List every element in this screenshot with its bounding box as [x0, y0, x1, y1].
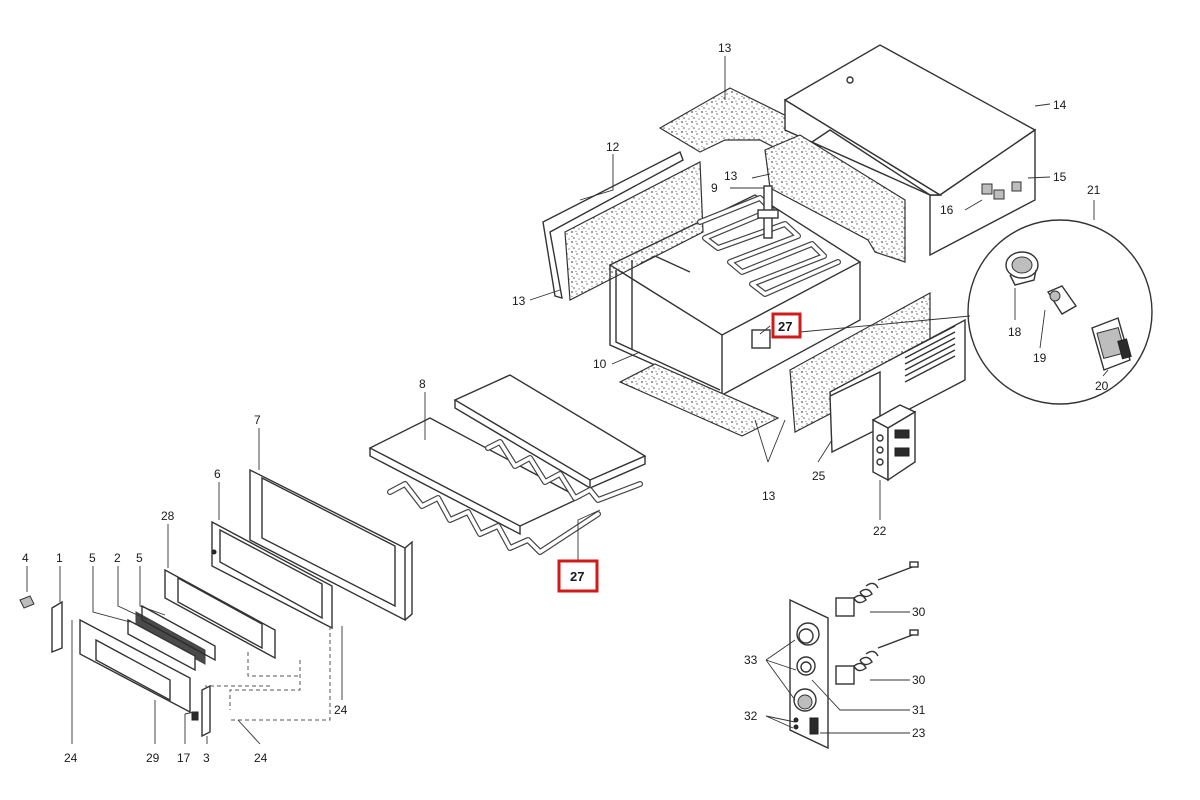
bottom-insulation-panel	[618, 363, 780, 437]
callout-7: 7	[254, 413, 261, 427]
vent-slots	[904, 325, 956, 383]
callout-15: 15	[1053, 170, 1067, 184]
callout-19: 19	[1033, 351, 1047, 365]
leader-lines	[26, 56, 1109, 745]
callout-2: 2	[114, 551, 121, 565]
callout-33: 33	[744, 653, 758, 667]
callout-labels: 13 14 13 15 9 16 12 21 13 18 19 20 10 8 …	[22, 41, 1109, 765]
callout-28: 28	[161, 509, 175, 523]
callout-24-right: 24	[254, 751, 268, 765]
callout-5-a: 5	[89, 551, 96, 565]
hinge-3	[201, 684, 211, 738]
callout-14: 14	[1053, 98, 1067, 112]
callout-27-lower: 27	[570, 569, 584, 584]
door-front-29	[79, 618, 191, 714]
glass-pane-set	[127, 604, 216, 672]
control-box-22	[871, 404, 917, 482]
callout-13-top: 13	[718, 41, 732, 55]
thermostat-30-lower	[835, 629, 919, 685]
callout-30-lower: 30	[912, 673, 926, 687]
control-panel-face	[789, 598, 829, 750]
callout-1: 1	[56, 551, 63, 565]
frame-gasket-12	[542, 151, 684, 299]
glass-frame-28	[164, 568, 276, 660]
left-insulation-panel	[564, 161, 704, 301]
callout-25: 25	[812, 469, 826, 483]
callout-18: 18	[1008, 325, 1022, 339]
callout-22: 22	[873, 524, 887, 538]
callout-31: 31	[912, 703, 926, 717]
callout-13-left: 13	[512, 294, 526, 308]
callout-17: 17	[177, 751, 191, 765]
bottom-heating-assembly	[368, 374, 647, 555]
callout-27-upper: 27	[778, 319, 792, 334]
highlight-27-upper: 27	[771, 312, 802, 339]
rear-insulation-panel	[764, 134, 906, 263]
detail-circle-21	[967, 219, 1153, 405]
callout-24-left: 24	[64, 751, 78, 765]
callout-6: 6	[214, 467, 221, 481]
callout-13-inner: 13	[724, 169, 738, 183]
callout-13-bottom: 13	[762, 489, 776, 503]
callout-5-b: 5	[136, 551, 143, 565]
highlight-box	[557, 559, 599, 593]
highlight-27-lower: 27	[557, 559, 599, 593]
thermostat-30-upper	[835, 561, 919, 617]
door-panel-6	[211, 520, 333, 630]
callout-29: 29	[146, 751, 160, 765]
assembly-guides	[205, 626, 331, 721]
callout-10: 10	[593, 357, 607, 371]
highlight-box	[771, 312, 802, 339]
screw-4	[19, 595, 35, 609]
clip-17	[191, 711, 199, 721]
callout-20: 20	[1095, 379, 1109, 393]
callout-4: 4	[22, 551, 29, 565]
outer-housing	[783, 44, 1037, 257]
callout-16: 16	[940, 203, 954, 217]
callout-3: 3	[203, 751, 210, 765]
callout-32: 32	[744, 709, 758, 723]
hinge-1	[51, 600, 63, 654]
callout-9: 9	[711, 181, 718, 195]
callout-21: 21	[1087, 183, 1101, 197]
callout-24-mid: 24	[334, 703, 348, 717]
callout-12: 12	[606, 140, 620, 154]
callout-23: 23	[912, 726, 926, 740]
callout-8: 8	[419, 377, 426, 391]
callout-30-upper: 30	[912, 605, 926, 619]
door-frame-7	[249, 468, 413, 622]
